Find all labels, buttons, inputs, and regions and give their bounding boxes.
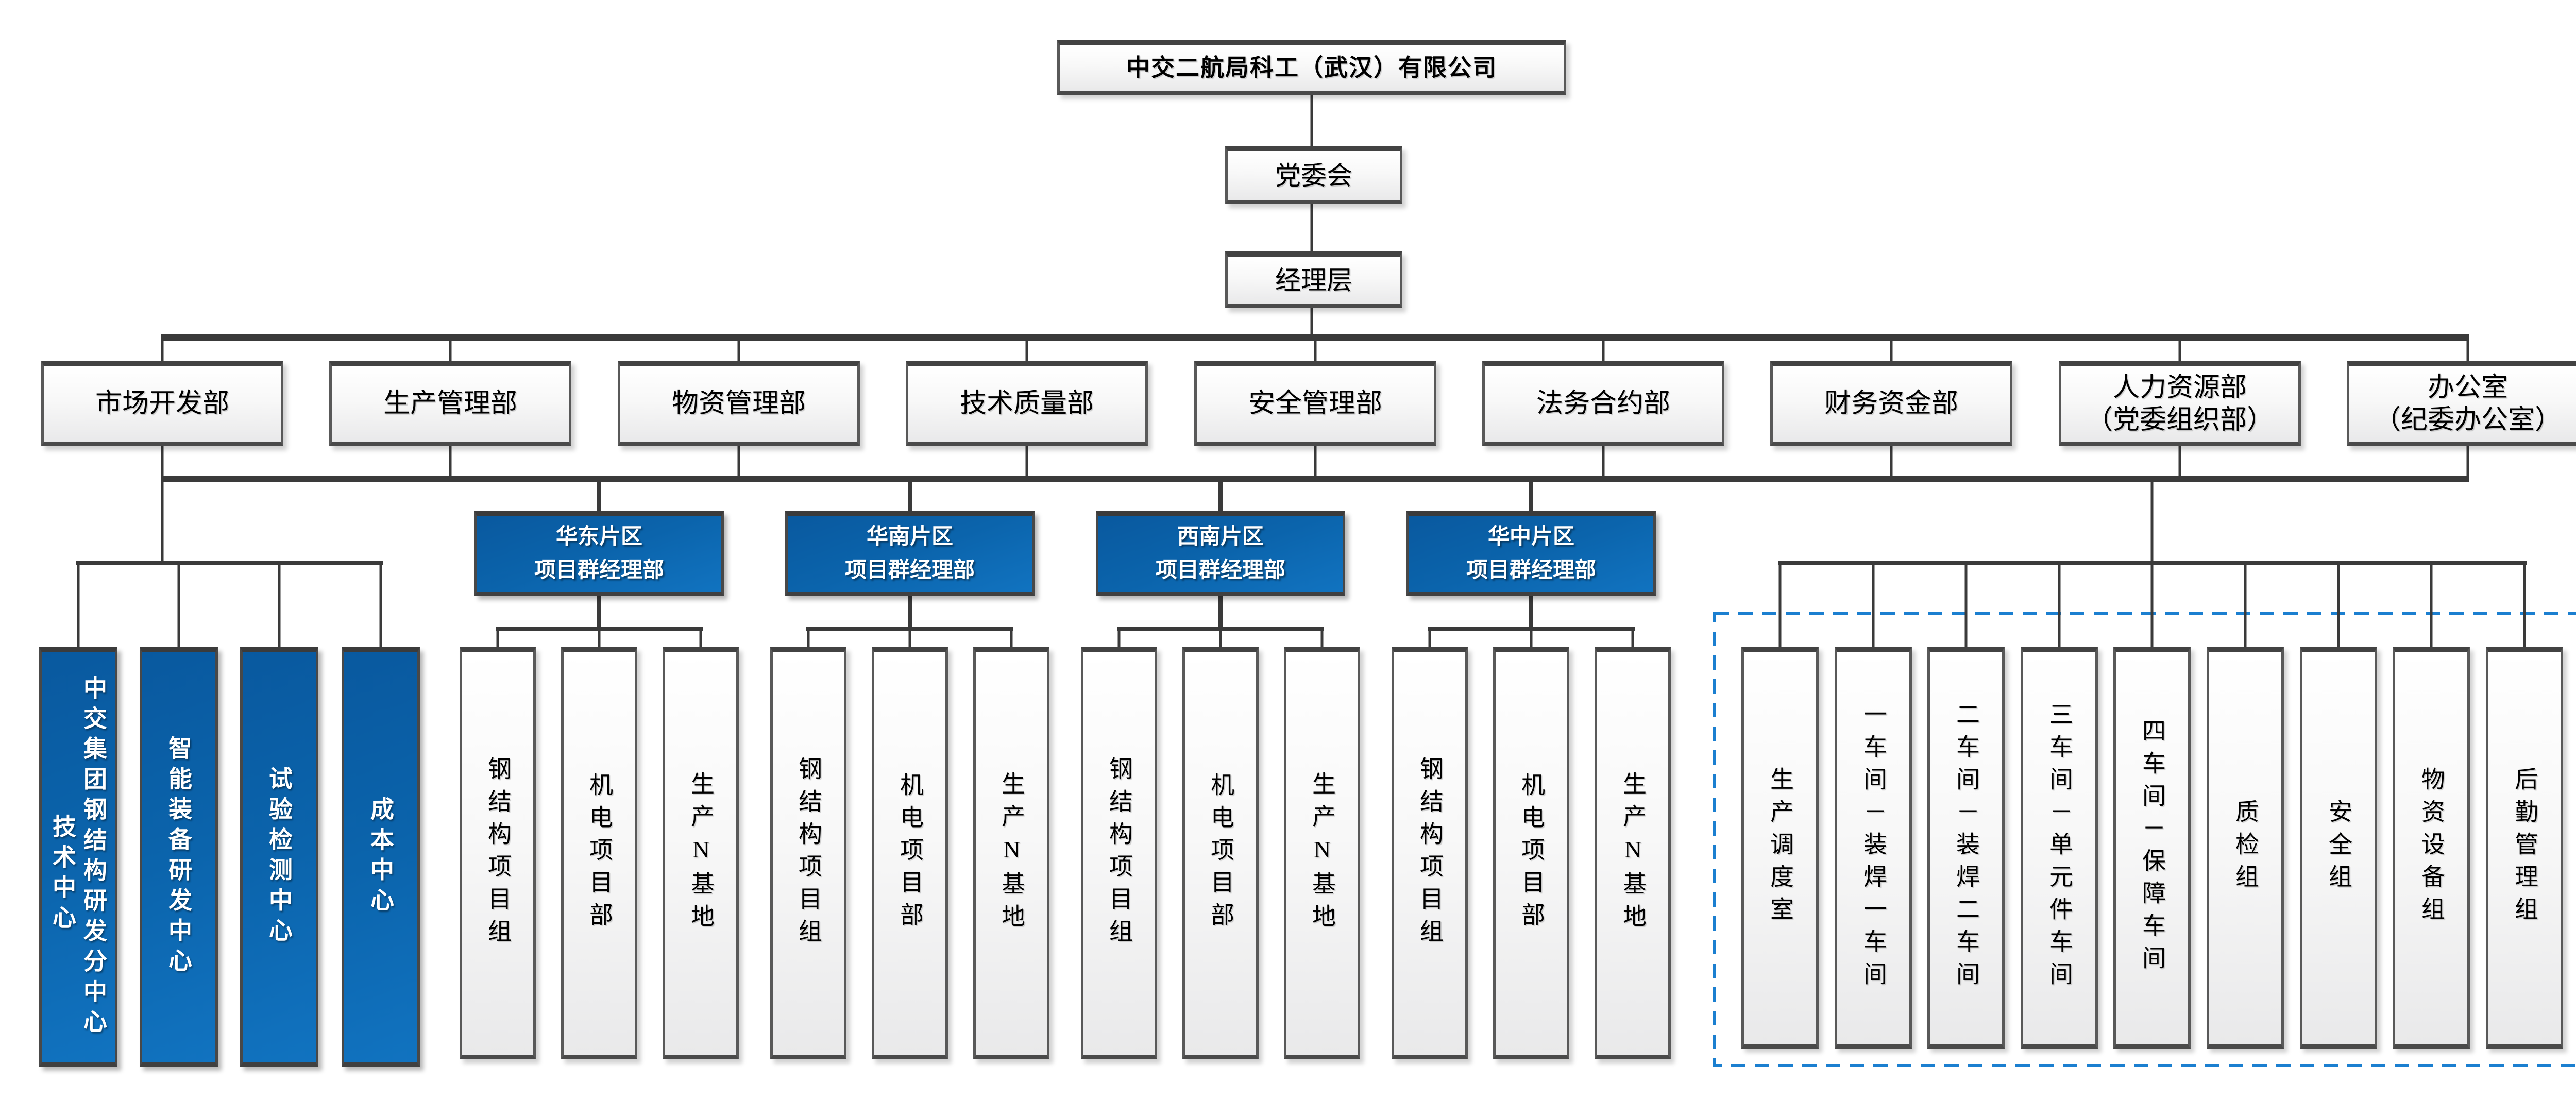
workshop-label: 三车间－单元件车间: [2046, 702, 2073, 994]
safety-group-box: 安全组: [2300, 647, 2377, 1049]
child-label: 生产N基地: [688, 771, 714, 937]
child-label: 机电项目部: [586, 772, 613, 935]
center-name: 智能装备研发中心: [165, 736, 192, 979]
child-label: 生产N基地: [1620, 771, 1646, 937]
region-line2: 项目群经理部: [1466, 559, 1596, 582]
workshop-label: 生产调度室: [1767, 767, 1793, 930]
workshop-label: 一车间－装焊一车间: [1860, 702, 1887, 994]
south-production-base-box: 生产N基地: [973, 647, 1049, 1059]
center-subname: 技术中心: [49, 814, 76, 936]
dept-safety-box: 安全管理部: [1194, 361, 1436, 446]
dept-label: 人力资源部: [2112, 373, 2247, 402]
workshop1-box: 一车间－装焊一车间: [1835, 647, 1912, 1049]
southwest-mech-elec-project-box: 机电项目部: [1182, 647, 1259, 1059]
south-mech-elec-project-box: 机电项目部: [872, 647, 948, 1059]
child-label: 机电项目部: [897, 772, 923, 935]
southwest-steel-project-group-box: 钢结构项目组: [1081, 647, 1157, 1059]
workshop-label: 后勤管理组: [2512, 767, 2538, 930]
dept-tech-quality-box: 技术质量部: [906, 361, 1148, 446]
region-east-china-box: 华东片区 项目群经理部: [474, 511, 724, 596]
region-line2: 项目群经理部: [1155, 559, 1285, 582]
workshop3-box: 三车间－单元件车间: [2021, 647, 2098, 1049]
workshop-label: 四车间－保障车间: [2139, 718, 2165, 978]
party-committee-label: 党委会: [1275, 161, 1352, 190]
dept-label: 物资管理部: [671, 389, 806, 419]
workshop-label: 质检组: [2232, 799, 2259, 897]
dept-label: 生产管理部: [383, 389, 517, 419]
child-label: 生产N基地: [1309, 771, 1335, 937]
workshop-group-dashed-border: [1713, 612, 2576, 1067]
dept-production-mgmt-box: 生产管理部: [329, 361, 571, 446]
dept-finance-box: 财务资金部: [1770, 361, 2012, 446]
child-label: 钢结构项目组: [1417, 756, 1443, 952]
dept-label: 办公室: [2427, 373, 2508, 402]
dept-label: 法务合约部: [1536, 389, 1670, 419]
region-line1: 华南片区: [866, 525, 953, 549]
central-steel-project-group-box: 钢结构项目组: [1392, 647, 1468, 1059]
dept-label: 市场开发部: [95, 389, 229, 419]
region-line1: 华中片区: [1487, 525, 1574, 549]
company-box: 中交二航局科工（武汉）有限公司: [1057, 40, 1566, 95]
region-central-china-box: 华中片区 项目群经理部: [1406, 511, 1656, 596]
child-label: 钢结构项目组: [1106, 756, 1132, 952]
region-south-china-box: 华南片区 项目群经理部: [785, 511, 1035, 596]
child-label: 生产N基地: [998, 771, 1025, 937]
center-name: 中交集团钢结构研发分中心: [80, 675, 107, 1040]
dept-office-box: 办公室 （纪委办公室）: [2347, 361, 2576, 446]
east-production-base-box: 生产N基地: [663, 647, 739, 1059]
central-mech-elec-project-box: 机电项目部: [1493, 647, 1569, 1059]
workshop2-box: 二车间－装焊二车间: [1927, 647, 2005, 1049]
southwest-production-base-box: 生产N基地: [1284, 647, 1360, 1059]
center-testing-box: 试验检测中心: [240, 647, 318, 1067]
child-label: 钢结构项目组: [795, 756, 822, 952]
dept-sublabel: （党委组织部）: [2086, 406, 2274, 435]
workshop-label: 物资设备组: [2418, 767, 2445, 930]
company-title: 中交二航局科工（武汉）有限公司: [1126, 54, 1497, 81]
workshop4-box: 四车间－保障车间: [2113, 647, 2191, 1049]
south-steel-project-group-box: 钢结构项目组: [770, 647, 846, 1059]
region-line2: 项目群经理部: [534, 559, 664, 582]
child-label: 机电项目部: [1518, 772, 1545, 935]
dept-sublabel: （纪委办公室）: [2374, 406, 2562, 435]
central-production-base-box: 生产N基地: [1595, 647, 1671, 1059]
production-dispatch-box: 生产调度室: [1741, 647, 1819, 1049]
dept-materials-box: 物资管理部: [618, 361, 860, 446]
materials-equipment-group-box: 物资设备组: [2393, 647, 2470, 1049]
quality-inspection-group-box: 质检组: [2207, 647, 2284, 1049]
management-layer-box: 经理层: [1225, 251, 1402, 308]
center-steel-rd-tech-box: 中交集团钢结构研发分中心 技术中心: [39, 647, 117, 1067]
center-smart-equipment-box: 智能装备研发中心: [140, 647, 218, 1067]
workshop-label: 二车间－装焊二车间: [1953, 702, 1979, 994]
center-name: 成本中心: [367, 797, 394, 918]
dept-label: 技术质量部: [959, 389, 1094, 419]
workshop-label: 安全组: [2326, 799, 2352, 897]
region-line2: 项目群经理部: [844, 559, 975, 582]
child-label: 机电项目部: [1208, 772, 1234, 935]
child-label: 钢结构项目组: [485, 756, 511, 952]
dept-marketing-box: 市场开发部: [41, 361, 283, 446]
east-steel-project-group-box: 钢结构项目组: [460, 647, 536, 1059]
dept-label: 财务资金部: [1824, 389, 1958, 419]
region-line1: 西南片区: [1177, 525, 1264, 549]
center-name: 试验检测中心: [266, 766, 293, 949]
management-layer-label: 经理层: [1275, 265, 1352, 295]
region-southwest-box: 西南片区 项目群经理部: [1096, 511, 1345, 596]
dept-legal-contract-box: 法务合约部: [1482, 361, 1724, 446]
logistics-mgmt-group-box: 后勤管理组: [2486, 647, 2563, 1049]
party-committee-box: 党委会: [1225, 146, 1402, 204]
center-cost-box: 成本中心: [342, 647, 420, 1067]
dept-hr-box: 人力资源部 （党委组织部）: [2059, 361, 2301, 446]
region-line1: 华东片区: [555, 525, 642, 549]
dept-label: 安全管理部: [1248, 389, 1382, 419]
east-mech-elec-project-box: 机电项目部: [561, 647, 637, 1059]
